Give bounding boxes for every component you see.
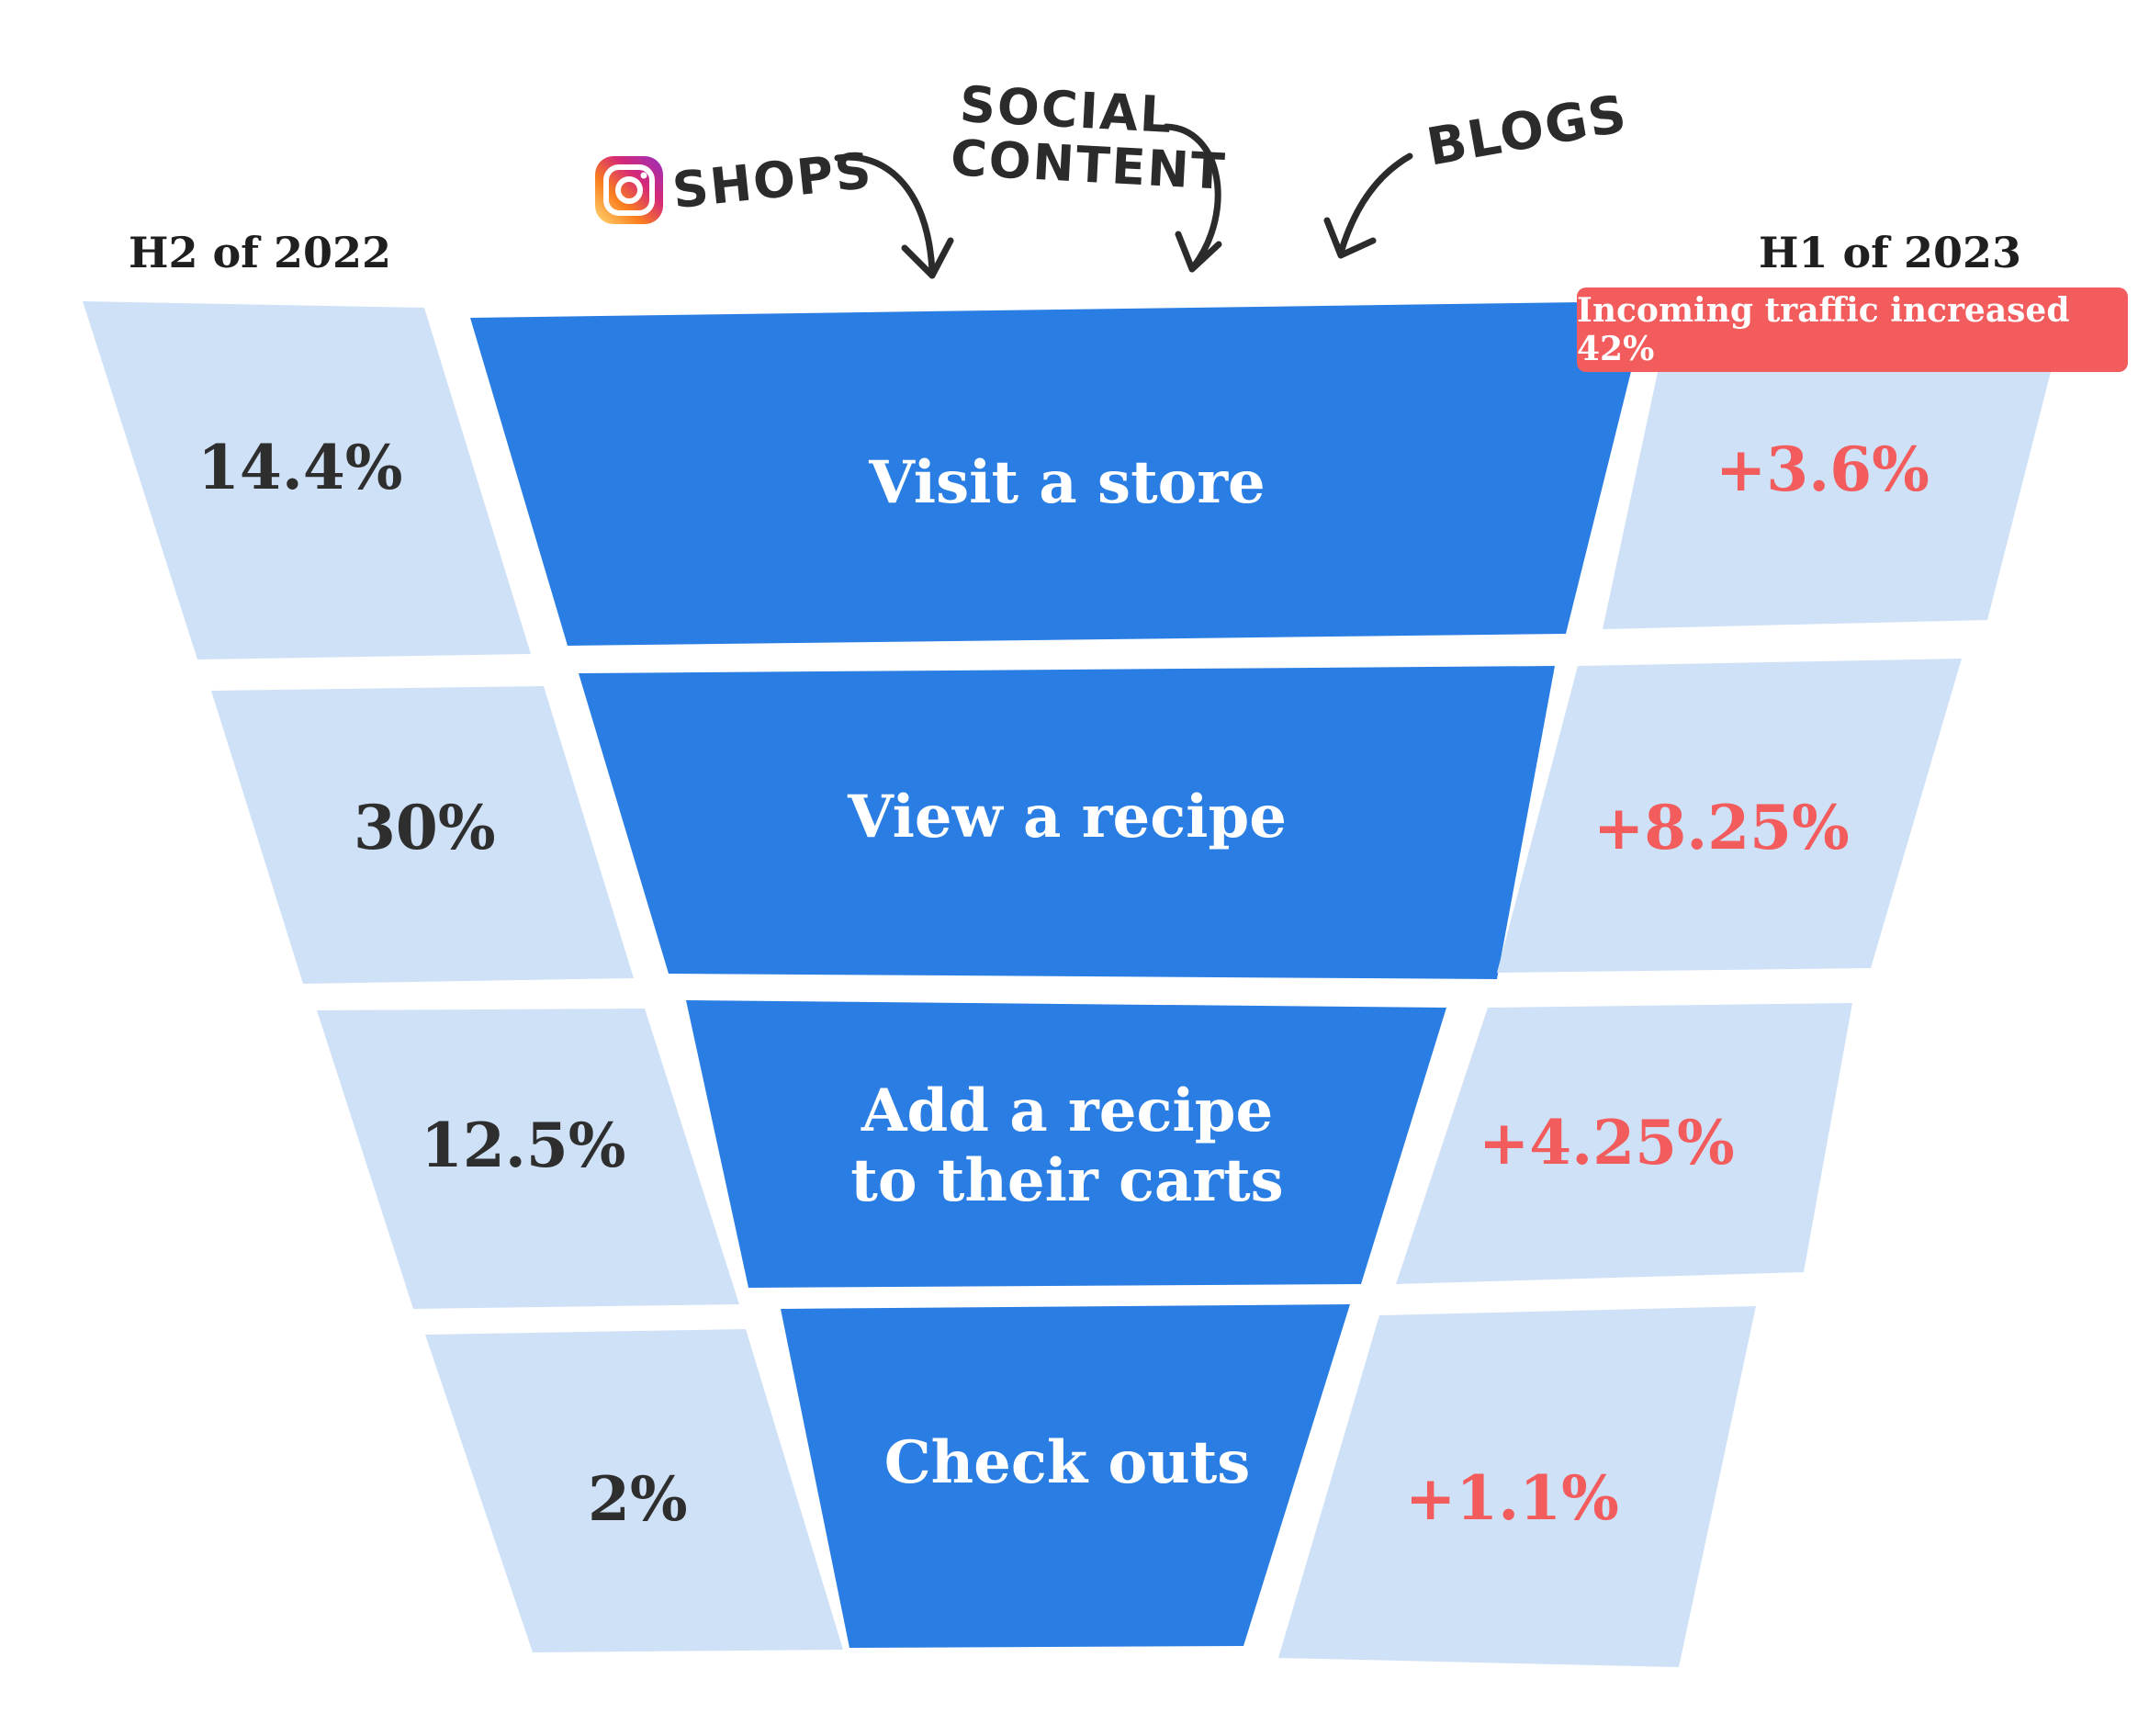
- h1-2023-change-stage-2: +8.25%: [1593, 792, 1850, 863]
- stage-label-4: Check outs: [792, 1428, 1343, 1498]
- stage-label-2-line-1: View a recipe: [848, 783, 1287, 851]
- stage-label-3-line-1: Add a recipe: [861, 1077, 1274, 1145]
- stage-label-1-line-1: Visit a store: [869, 448, 1266, 517]
- arrow-blogs: [1323, 152, 1413, 259]
- left-panel-stage-2: [211, 686, 634, 984]
- h1-2023-change-stage-4: +1.1%: [1405, 1462, 1619, 1534]
- arrow-social-content: [1163, 123, 1222, 273]
- stage-label-2: View a recipe: [792, 783, 1343, 852]
- stage-label-3: Add a recipe to their carts: [792, 1077, 1343, 1216]
- stage-label-1: Visit a store: [792, 448, 1343, 518]
- left-column-header: H2 of 2022: [129, 228, 391, 277]
- funnel-band-stage-4: [781, 1304, 1350, 1648]
- h1-2023-change-stage-3: +4.25%: [1479, 1107, 1735, 1178]
- stage-label-4-line-1: Check outs: [883, 1428, 1251, 1497]
- traffic-callout-text: Incoming traffic increased 42%: [1577, 291, 2070, 368]
- funnel-band-stage-3: [686, 1000, 1446, 1288]
- right-panel-stage-2: [1497, 659, 1962, 973]
- h2-2022-value-stage-1: 14.4%: [197, 432, 403, 503]
- funnel-band-stage-1: [470, 301, 1648, 646]
- instagram-icon: [595, 156, 663, 224]
- h2-2022-value-stage-4: 2%: [588, 1463, 688, 1535]
- left-panel-stage-1: [83, 301, 531, 659]
- right-panel-stage-3: [1396, 1003, 1852, 1284]
- left-panel-stage-3: [317, 1009, 739, 1309]
- stage-label-3-line-2: to their carts: [850, 1146, 1284, 1215]
- right-column-header: H1 of 2023: [1759, 228, 2021, 277]
- arrow-shops: [834, 153, 954, 279]
- right-panel-stage-4: [1278, 1306, 1756, 1667]
- h2-2022-value-stage-3: 12.5%: [421, 1110, 626, 1181]
- traffic-callout: Incoming traffic increased 42%: [1577, 287, 2128, 372]
- right-panel-stage-1: [1603, 372, 2051, 629]
- left-panel-stage-4: [425, 1329, 843, 1652]
- h1-2023-change-stage-1: +3.6%: [1716, 434, 1930, 505]
- funnel-band-stage-2: [579, 666, 1555, 979]
- h2-2022-value-stage-2: 30%: [354, 792, 496, 863]
